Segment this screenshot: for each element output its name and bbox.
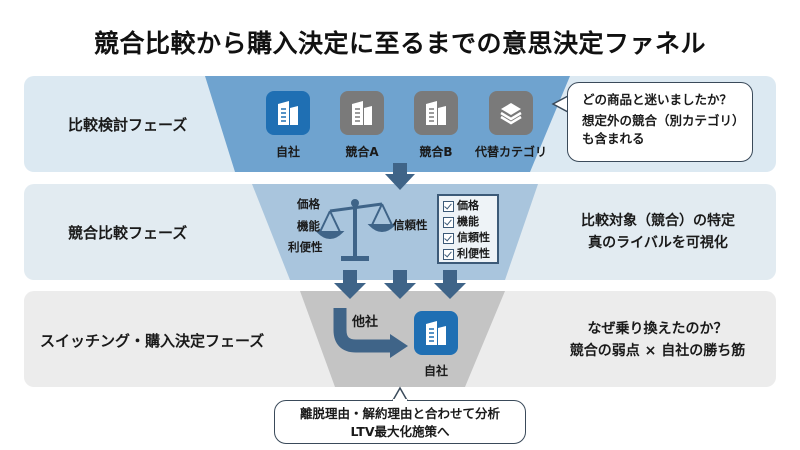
checklist-item: 信頼性 [443,230,497,246]
item-label-alternative-category: 代替カテゴリ [474,145,547,159]
down-arrow-icon [385,163,415,190]
phase-label-switching-decision: スイッチング・購入決定フェーズ [40,332,265,350]
switching-arrow-icon [333,308,408,358]
callout-line: どの商品と迷いましたか？ [582,92,733,107]
balance-scale-icon [315,199,397,261]
item-label-own: 自社 [275,145,300,159]
competitor-b-card [414,91,458,135]
down-arrow-icon [334,270,366,299]
description-line: 真のライバルを可視化 [588,235,728,251]
down-arrow-icon [434,270,466,299]
checkbox-checked-icon [443,216,454,228]
scale-left-label: 利便性 [288,240,323,254]
checklist-item: 機能 [443,214,497,230]
callout-line: LTV最大化施策へ [350,424,450,439]
callout-which-products: どの商品と迷いましたか？ 想定外の競合（別カテゴリ） も含まれる [567,82,753,162]
callout-line: も含まれる [582,131,645,146]
building-icon [352,101,372,125]
checklist-item-label: 機能 [457,215,479,228]
scale-left-label: 機能 [297,219,320,233]
checklist-item: 価格 [443,198,497,214]
checkbox-checked-icon [443,232,454,244]
item-label-competitor-b: 競合B [419,145,453,159]
callout-line: 想定外の競合（別カテゴリ） [582,113,745,128]
checklist-item: 利便性 [443,246,497,262]
comparison-checklist: 価格 機能 信頼性 利便性 [437,194,499,264]
checkbox-checked-icon [443,248,454,260]
building-icon [278,101,298,125]
callout-pointer-joint [393,399,407,402]
checklist-item-label: 価格 [457,199,479,212]
item-label-competitor-a: 競合A [345,145,379,159]
own-company-card [266,91,310,135]
alternative-category-card [489,91,533,135]
callout-ltv-analysis: 離脱理由・解約理由と合わせて分析 LTV最大化施策へ [274,400,526,444]
item-label-own: 自社 [423,364,448,378]
competitor-a-card [340,91,384,135]
description-line: なぜ乗り換えたのか？ [587,321,728,337]
checklist-item-label: 利便性 [457,247,490,260]
other-company-label: 他社 [352,315,379,330]
down-arrow-icon [384,270,416,299]
building-icon [426,321,446,345]
page-title: 競合比較から購入決定に至るまでの意思決定ファネル [93,29,706,58]
phase-label-competitor-comparison: 競合比較フェーズ [68,224,188,242]
own-company-card [414,311,458,355]
scale-right-label: 信頼性 [393,218,428,232]
description-line: 競合の弱点 × 自社の勝ち筋 [569,343,746,359]
checkbox-checked-icon [443,200,454,212]
checklist-item-label: 信頼性 [457,231,490,244]
stage-2-description: 比較対象（競合）の特定 真のライバルを可視化 [548,210,768,254]
callout-line: 離脱理由・解約理由と合わせて分析 [299,406,500,421]
description-line: 比較対象（競合）の特定 [581,213,735,229]
building-icon [426,101,446,125]
layers-icon [500,103,522,125]
scale-left-label: 価格 [297,197,320,211]
stage-3-description: なぜ乗り換えたのか？ 競合の弱点 × 自社の勝ち筋 [540,318,775,362]
phase-label-comparison-review: 比較検討フェーズ [68,116,188,134]
